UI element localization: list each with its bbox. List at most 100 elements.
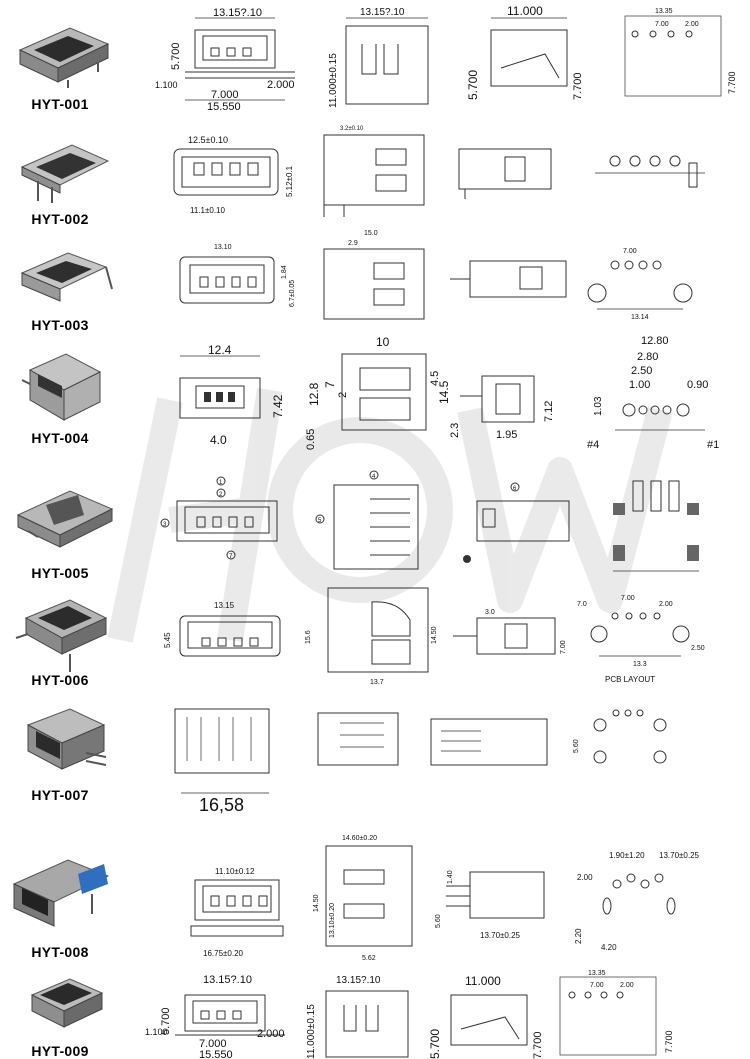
part-label: HYT-002 (31, 211, 89, 227)
dimension-label: 5.700 (160, 1007, 172, 1035)
dimension-label: 5.60 (573, 739, 580, 753)
dimension-label: 13.35 (655, 8, 673, 15)
dimension-label: 4.20 (601, 943, 617, 952)
dimension-label: 2 (337, 392, 349, 398)
dimension-label: 7.42 (271, 394, 285, 418)
dimension-label: 1.03 (593, 396, 604, 416)
dimension-label: 5.700 (170, 42, 182, 70)
dimension-label: 7.00 (590, 982, 604, 989)
dimension-label: 2.00 (659, 601, 673, 608)
dimension-label: 7.00 (655, 21, 669, 28)
connector-photo (18, 27, 110, 88)
pcb-layout-drawing: 1.90±1.20 13.70±0.25 2.00 2.20 4.20 (575, 851, 700, 952)
part-row-hyt-008: HYT-008 11.10±0.12 16.75±0.20 14.60±0.20… (0, 830, 750, 970)
dimension-label: 7 (323, 381, 337, 388)
dimension-label: 3.0 (485, 609, 495, 616)
dimension-label: 15.0 (364, 230, 378, 237)
top-view-drawing: 4 5 (315, 470, 419, 570)
side-view-drawing: 3.0 7.00 (453, 609, 567, 655)
dimension-label: 5.45 (163, 632, 172, 648)
top-view-drawing: 13.15?.10 11.000±0.15 (306, 975, 409, 1059)
part-label: HYT-006 (31, 672, 89, 688)
part-row-hyt-004: HYT-004 12.4 7.42 4.0 10 12.8 7 2 0.65 4… (0, 330, 750, 460)
dimension-label: 7.00 (621, 595, 635, 602)
dimension-label: 2.000 (267, 79, 295, 91)
dimension-label: 2.9 (348, 240, 358, 247)
side-view-drawing: 11.000 5.700 7.700 (466, 4, 584, 100)
dimension-label: 7.000 (211, 89, 239, 101)
dimension-label: 5.700 (466, 70, 480, 100)
connector-photo (16, 490, 114, 548)
connector-photo (20, 144, 110, 203)
dimension-label: 3.2±0.10 (340, 126, 364, 132)
dimension-label: 7.700 (532, 1031, 544, 1059)
dimension-label: 2.00 (620, 982, 634, 989)
front-view-drawing: 1 2 3 7 (160, 476, 278, 560)
dimension-label: 1.95 (496, 429, 517, 441)
dimension-label: 2 (219, 492, 223, 498)
dimension-label: 11.000 (507, 4, 543, 18)
front-view-drawing: 16,58 (174, 708, 270, 815)
dimension-label: 6.7±0.05 (289, 280, 296, 307)
front-view-drawing: 13.15?.10 5.700 1.100 7.000 15.550 2.000 (155, 7, 295, 112)
dimension-label: 2.000 (257, 1028, 285, 1040)
dimension-label: 1.90±1.20 (609, 851, 645, 860)
dimension-label: 13.14 (631, 314, 649, 321)
dimension-label: 15.550 (207, 101, 241, 112)
dimension-label: 2.50 (631, 365, 652, 377)
dimension-label: 3 (163, 522, 167, 528)
top-view-drawing: 13.15?.10 11.000±0.15 (328, 7, 429, 108)
pcb-layout-drawing: 13.35 7.00 2.00 7.700 (624, 8, 737, 97)
side-view-drawing (458, 148, 552, 199)
front-view-drawing: 11.10±0.12 16.75±0.20 (190, 867, 284, 958)
dimension-label: 7.00 (623, 248, 637, 255)
dimension-label: 0.65 (305, 429, 317, 450)
connector-photo (26, 708, 107, 770)
dimension-label: 1.00 (629, 379, 650, 391)
dimension-label: 2.80 (637, 351, 658, 363)
pcb-layout-drawing: 7.00 13.14 (587, 248, 693, 321)
front-view-drawing: 13.15 5.45 (163, 601, 281, 657)
top-view-drawing: 10 12.8 7 2 0.65 4.5 14.5 (305, 335, 450, 450)
dimension-label: 7 (229, 554, 233, 560)
part-label: HYT-001 (31, 96, 89, 112)
dimension-label: 7.0 (577, 601, 587, 608)
top-view-drawing: 15.0 2.9 (323, 230, 425, 320)
connector-photo (21, 353, 102, 421)
part-label: HYT-004 (31, 430, 89, 446)
part-row-hyt-005: HYT-005 1 2 3 7 4 5 6 (0, 465, 750, 585)
dimension-label: 14.60±0.20 (342, 835, 377, 842)
dimension-label: #4 (587, 439, 599, 451)
dimension-label: 12.8 (307, 382, 321, 406)
part-row-hyt-002: HYT-002 12.5±0.10 5.12±0.1 11.1±0.10 3.2… (0, 115, 750, 230)
dimension-label: 4.0 (210, 433, 227, 447)
dimension-label: 13.7 (370, 679, 384, 686)
dimension-label: 11.10±0.12 (215, 867, 255, 876)
connector-photo (15, 599, 108, 672)
pcb-layout-drawing (613, 480, 699, 572)
dimension-label: 16,58 (199, 795, 244, 815)
dimension-label: 6 (513, 486, 517, 492)
dimension-label: 7.00 (560, 640, 567, 654)
dimension-label: 12.5±0.10 (188, 135, 228, 145)
top-view-drawing (317, 712, 399, 766)
dimension-label: 13.70±0.25 (480, 931, 521, 940)
dimension-label: 13.15?.10 (213, 7, 262, 19)
dimension-label: 5.60 (435, 914, 442, 928)
dimension-label: 12.80 (641, 335, 669, 347)
dimension-label: 14.50 (431, 626, 438, 644)
dimension-label: 5.700 (428, 1029, 442, 1059)
dimension-label: 4.5 (429, 371, 441, 386)
side-view-drawing (430, 718, 548, 766)
dimension-label: PCB LAYOUT (605, 675, 655, 684)
dimension-label: 5 (318, 518, 322, 524)
dimension-label: 13.15?.10 (336, 975, 381, 986)
pcb-layout-drawing: 7.0 7.00 2.00 2.50 13.3 PCB LAYOUT (577, 595, 705, 684)
dimension-label: 15.6 (305, 630, 312, 644)
dimension-label: 14.50 (313, 894, 320, 912)
side-view-drawing: 7.12 2.3 1.95 (449, 375, 555, 441)
dimension-label: 12.4 (208, 343, 232, 357)
front-view-drawing: 12.5±0.10 5.12±0.1 11.1±0.10 (173, 135, 294, 215)
dimension-label: 13.10±0.20 (329, 903, 336, 938)
dimension-label: 0.90 (687, 379, 708, 391)
